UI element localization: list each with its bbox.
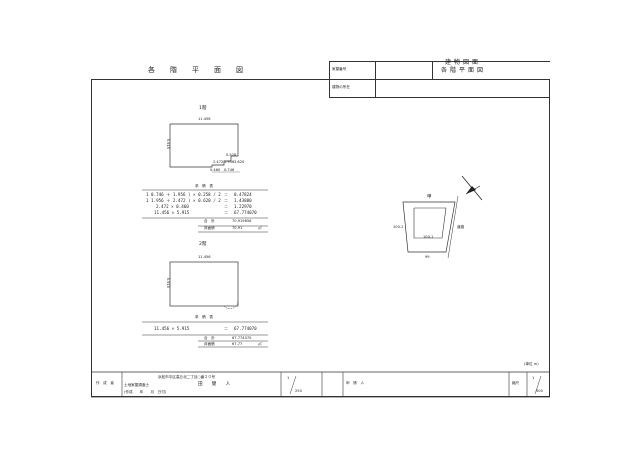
footer-surveyor: 土地家屋調査士 bbox=[124, 383, 150, 387]
header-row-line bbox=[329, 79, 432, 80]
calc-val: 67.774070 bbox=[234, 326, 257, 331]
calc-eq: ＝ bbox=[224, 210, 229, 215]
calc-row: 11.456 × 5.915 ＝ 67.774070 bbox=[146, 326, 268, 332]
floor2-calc-rows: 11.456 × 5.915 ＝ 67.774070 bbox=[146, 326, 268, 332]
calc-row: 1 0.746 ＋ 1.956 ) × 0.258 / 2 ＝ 0.47824 bbox=[146, 192, 268, 198]
right-title-bottom: 各階平面図 bbox=[441, 67, 487, 74]
floor2-area-value: 67.77 bbox=[232, 342, 243, 346]
calc-val: 67.774070 bbox=[234, 210, 257, 215]
calc-val: 1.22970 bbox=[234, 204, 252, 209]
calc-eq: ＝ bbox=[224, 192, 229, 197]
calc-expr: 1 0.746 ＋ 1.956 ) × 0.258 / 2 bbox=[146, 192, 221, 197]
site-building-outline bbox=[413, 207, 447, 239]
floor1-area-value: 70.91 bbox=[232, 226, 243, 230]
calc-expr: 11.456 × 5.915 bbox=[154, 210, 190, 215]
calc-row: 1 1.956 ＋ 2.472 ) × 0.620 / 2 ＝ 1.43880 bbox=[146, 198, 268, 204]
floor2-outline bbox=[169, 261, 239, 307]
floor1-area-unit: ㎡ bbox=[258, 226, 262, 230]
site-road-line bbox=[447, 195, 459, 259]
footer-scale-label: 縮尺 bbox=[512, 381, 520, 385]
calc-eq: ＝ bbox=[224, 204, 229, 209]
floor2-dim-left: 5.915 bbox=[165, 277, 170, 288]
footer-scale-slash-right bbox=[534, 375, 542, 395]
floor1-dim-6: 0.746 bbox=[224, 168, 235, 172]
footer-scale-right-num: 1 bbox=[532, 376, 535, 380]
floor2-bay-arc bbox=[223, 299, 239, 309]
calc-expr: 2.472 × 0.460 bbox=[156, 204, 189, 209]
drawing-frame bbox=[91, 79, 550, 397]
calc-expr: 1 1.956 ＋ 2.472 ) × 0.620 / 2 bbox=[146, 198, 221, 203]
footer-address: 浜松市中区高丘北二丁目○番２０号 bbox=[158, 375, 216, 379]
floor1-title: 1階 bbox=[199, 106, 207, 111]
floor1-dim-left: 5.915 bbox=[165, 138, 170, 149]
calc-row: 2.472 × 0.460 ＝ 1.22970 bbox=[146, 204, 268, 210]
page-title: 各 階 平 面 図 bbox=[148, 66, 247, 74]
calc-eq: ＝ bbox=[224, 326, 229, 331]
calc-val: 1.43880 bbox=[234, 198, 252, 203]
floor2-title: 2階 bbox=[199, 242, 207, 247]
footer-name: 田 健 人 bbox=[198, 382, 231, 387]
floor1-dim-3: 1.956 bbox=[224, 160, 235, 164]
site-building-label: 甲 bbox=[427, 195, 432, 200]
north-arrow-cross bbox=[465, 185, 481, 195]
floor1-total-label: 合 計 bbox=[204, 219, 215, 223]
floor2-total-value: 67.774070 bbox=[232, 336, 252, 340]
header-label-building-location: 建物の所在 bbox=[332, 85, 350, 89]
footer-applicant-label: 申 請 人 bbox=[346, 381, 364, 385]
footer-scale-right-den: 500 bbox=[536, 389, 543, 393]
floor1-total-value: 70.919856 bbox=[232, 219, 252, 223]
floor2-total-label: 合 計 bbox=[204, 336, 215, 340]
right-title-top: 建物図面 bbox=[445, 59, 482, 66]
site-lot-left: 100-2 bbox=[393, 225, 404, 229]
header-bottom-line bbox=[329, 97, 550, 98]
floor1-dim-2: 2.472 bbox=[213, 160, 224, 164]
floor1-dim-1: 0.528 bbox=[226, 153, 237, 157]
floor1-calc-header: 求 積 表 bbox=[195, 184, 213, 188]
floor1-dim-4: 3.620 bbox=[234, 160, 245, 164]
header-label-house-number: 家屋番号 bbox=[332, 67, 347, 71]
footer-date: (作成 年 月 日付) bbox=[124, 390, 167, 394]
floor1-calc-rows: 1 0.746 ＋ 1.956 ) × 0.258 / 2 ＝ 0.47824 … bbox=[146, 192, 268, 216]
footer-scale-left-num: 1 bbox=[287, 376, 290, 380]
site-lot-main: 100-1 bbox=[423, 235, 434, 239]
site-bottom-label: 99 bbox=[425, 255, 430, 259]
calc-expr: 11.456 × 5.915 bbox=[154, 326, 190, 331]
floor1-dim-5: 0.460 bbox=[210, 168, 221, 172]
floor1-dim-top: 11.456 bbox=[198, 117, 211, 121]
footer-scale-slash-left bbox=[289, 375, 297, 395]
unit-note: (単位 m) bbox=[524, 362, 539, 366]
north-arrow-head bbox=[466, 186, 476, 194]
footer-author-label: 作 成 者 bbox=[96, 381, 114, 385]
floor1-area-label: 床面積 bbox=[204, 226, 215, 230]
site-road-label: 道路 bbox=[457, 225, 465, 229]
header-divider-3 bbox=[432, 61, 433, 79]
calc-val: 0.47824 bbox=[234, 192, 252, 197]
floor2-area-unit: ㎡ bbox=[258, 342, 262, 346]
site-lot-outline bbox=[402, 201, 456, 253]
floor2-calc-header: 求 積 表 bbox=[195, 315, 213, 319]
calc-eq: ＝ bbox=[224, 198, 229, 203]
floor2-area-label: 床面積 bbox=[204, 342, 215, 346]
header-top-line bbox=[329, 61, 550, 62]
calc-row: 11.456 × 5.915 ＝ 67.774070 bbox=[146, 210, 268, 216]
floor2-dim-top: 11.456 bbox=[198, 255, 211, 259]
floor1-outline bbox=[169, 123, 239, 168]
footer-scale-left-den: 250 bbox=[295, 389, 302, 393]
